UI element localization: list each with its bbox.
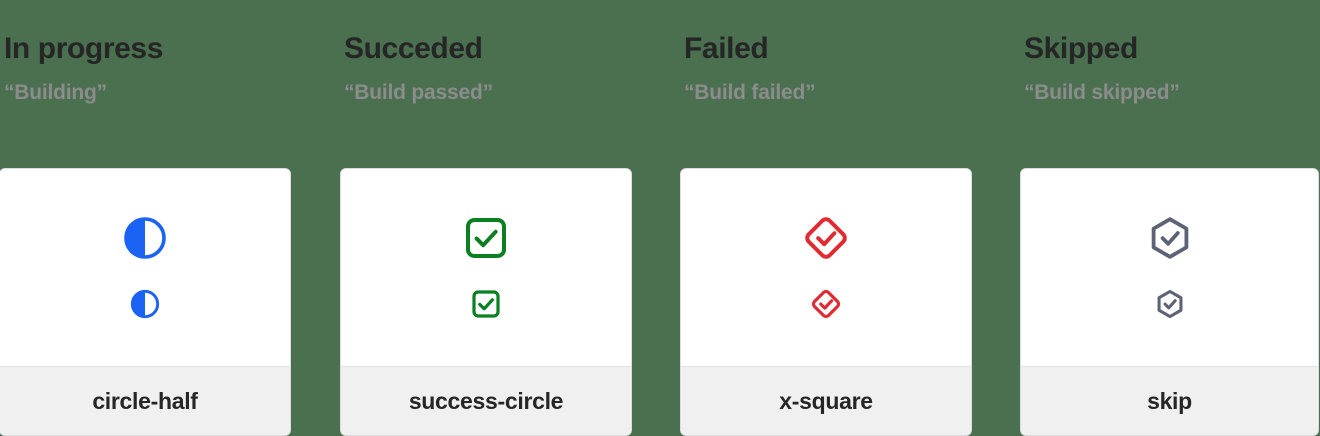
icon-card-body	[681, 169, 971, 366]
column-subtitle: “Build failed”	[684, 81, 816, 104]
icon-card-label: x-square	[779, 387, 873, 414]
icon-card-footer: x-square	[681, 366, 971, 435]
success-circle-icon	[462, 214, 510, 262]
status-column-skipped: Skipped “Build skipped”	[1020, 0, 1320, 436]
icon-card-label: skip	[1147, 387, 1192, 414]
status-column-in-progress: In progress “Building”	[0, 0, 340, 436]
column-header: In progress “Building”	[0, 0, 340, 104]
icon-card-body	[0, 169, 290, 366]
column-title: Failed	[684, 32, 769, 65]
x-square-icon-small	[810, 288, 842, 320]
icon-card-footer: skip	[1021, 366, 1318, 435]
status-column-succeded: Succeded “Build passed”	[340, 0, 680, 436]
success-circle-icon-small	[470, 288, 502, 320]
x-square-icon	[802, 214, 850, 262]
icon-card-label: circle-half	[92, 387, 198, 414]
icon-card-footer: circle-half	[0, 366, 290, 435]
icon-card-footer: success-circle	[341, 366, 631, 435]
column-header: Succeded “Build passed”	[340, 0, 680, 104]
column-subtitle: “Build skipped”	[1024, 81, 1180, 104]
circle-half-icon	[121, 214, 169, 262]
column-subtitle: “Build passed”	[344, 81, 493, 104]
column-title: Skipped	[1024, 32, 1138, 65]
column-header: Failed “Build failed”	[680, 0, 1020, 104]
skip-icon-small	[1154, 288, 1186, 320]
icon-card-body	[1021, 169, 1318, 366]
icon-card[interactable]: skip	[1020, 168, 1319, 436]
icon-card[interactable]: circle-half	[0, 168, 291, 436]
icon-card-label: success-circle	[408, 387, 564, 414]
icon-card-body	[341, 169, 631, 366]
column-header: Skipped “Build skipped”	[1020, 0, 1320, 104]
icon-card[interactable]: x-square	[680, 168, 972, 436]
circle-half-icon-small	[129, 288, 161, 320]
skip-icon	[1146, 214, 1194, 262]
column-title: Succeded	[344, 32, 483, 65]
icon-card[interactable]: success-circle	[340, 168, 632, 436]
column-subtitle: “Building”	[4, 81, 107, 104]
status-column-failed: Failed “Build failed”	[680, 0, 1020, 436]
column-title: In progress	[4, 32, 163, 65]
